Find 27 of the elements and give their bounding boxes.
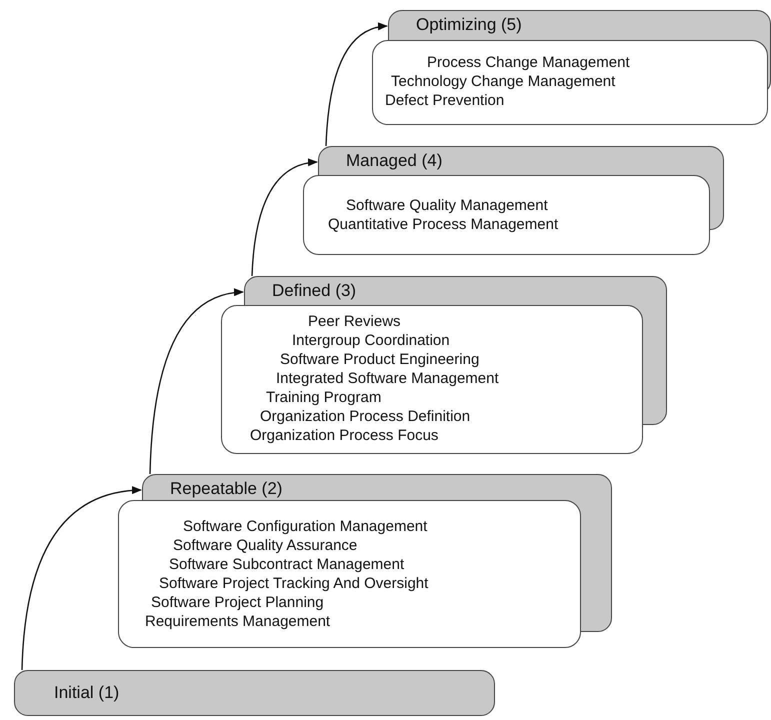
- level-heading: Initial (1): [54, 683, 120, 703]
- process-area: Software Subcontract Management: [169, 555, 404, 574]
- process-area: Process Change Management: [427, 53, 630, 72]
- process-area: Organization Process Definition: [260, 407, 470, 426]
- process-area: Peer Reviews: [308, 312, 401, 331]
- process-area: Software Configuration Management: [183, 517, 428, 536]
- process-area: Software Project Tracking And Oversight: [159, 574, 428, 593]
- arrow: [251, 159, 318, 276]
- process-area: Software Project Planning: [151, 593, 324, 612]
- process-area: Software Product Engineering: [280, 350, 480, 369]
- level-heading: Managed (4): [346, 151, 442, 171]
- process-area: Requirements Management: [145, 612, 330, 631]
- level-heading: Optimizing (5): [416, 15, 522, 35]
- level-heading: Repeatable (2): [170, 479, 282, 499]
- arrow: [149, 289, 244, 474]
- process-area: Defect Prevention: [385, 91, 504, 110]
- process-area: Quantitative Process Management: [328, 215, 558, 234]
- process-area: Software Quality Management: [346, 196, 548, 215]
- process-area: Training Program: [266, 388, 382, 407]
- process-area: Organization Process Focus: [250, 426, 438, 445]
- process-area: Technology Change Management: [391, 72, 616, 91]
- process-area: Integrated Software Management: [276, 369, 499, 388]
- level-heading: Defined (3): [272, 281, 356, 301]
- process-area: Intergroup Coordination: [292, 331, 450, 350]
- arrow: [325, 23, 388, 146]
- arrow: [21, 486, 142, 670]
- process-area: Software Quality Assurance: [173, 536, 358, 555]
